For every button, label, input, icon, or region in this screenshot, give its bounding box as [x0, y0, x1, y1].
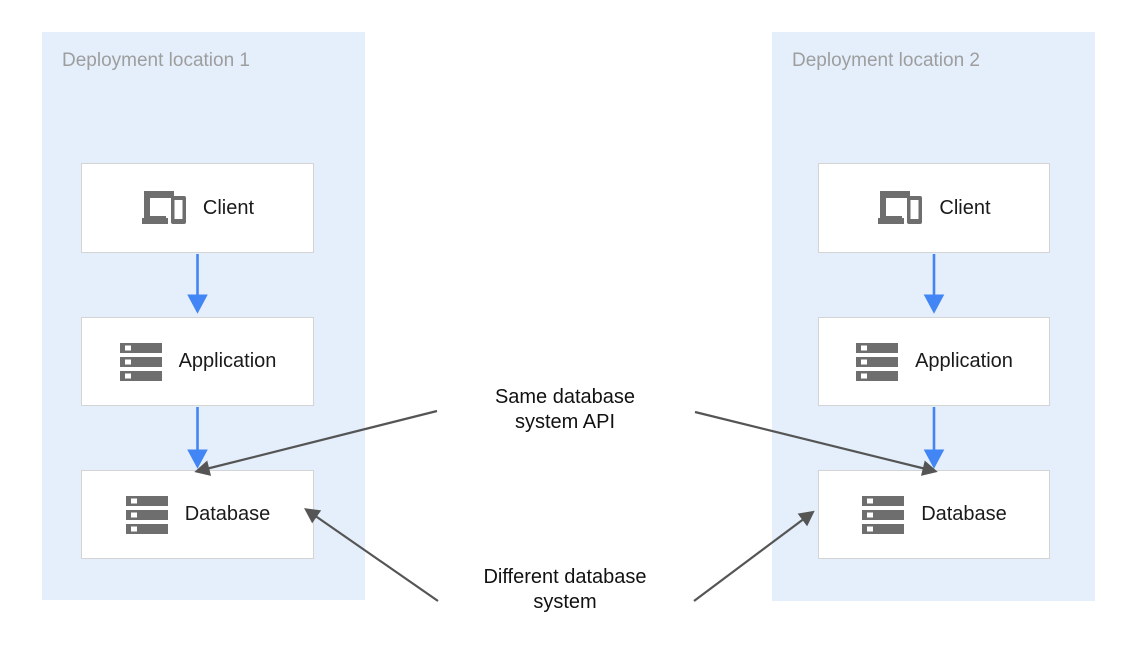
node-database-2-label: Database: [921, 503, 1007, 525]
deployment-zone-1-title: Deployment location 1: [62, 50, 250, 71]
server-stack-icon: [862, 495, 905, 534]
annotation-different-database-system: Different database system: [483, 566, 647, 613]
node-client-1-label: Client: [202, 196, 255, 219]
node-client-1[interactable]: Client: [81, 163, 314, 253]
server-stack-icon: [125, 495, 168, 534]
server-stack-icon: [856, 342, 899, 381]
server-stack-icon: [119, 342, 162, 381]
annotation-same-database-system-api: Same database system API: [494, 386, 636, 433]
node-database-1[interactable]: Database: [81, 470, 314, 559]
node-database-2[interactable]: Database: [818, 470, 1050, 559]
node-client-2-label: Client: [939, 196, 991, 219]
devices-icon: [878, 191, 923, 224]
node-database-1-label: Database: [184, 503, 271, 525]
node-application-1-label: Application: [178, 350, 277, 372]
deployment-zone-2-title: Deployment location 2: [792, 50, 980, 71]
node-application-2[interactable]: Application: [818, 317, 1050, 406]
devices-icon: [141, 191, 186, 224]
node-application-2-label: Application: [915, 350, 1013, 372]
node-application-1[interactable]: Application: [81, 317, 314, 406]
node-client-2[interactable]: Client: [818, 163, 1050, 253]
